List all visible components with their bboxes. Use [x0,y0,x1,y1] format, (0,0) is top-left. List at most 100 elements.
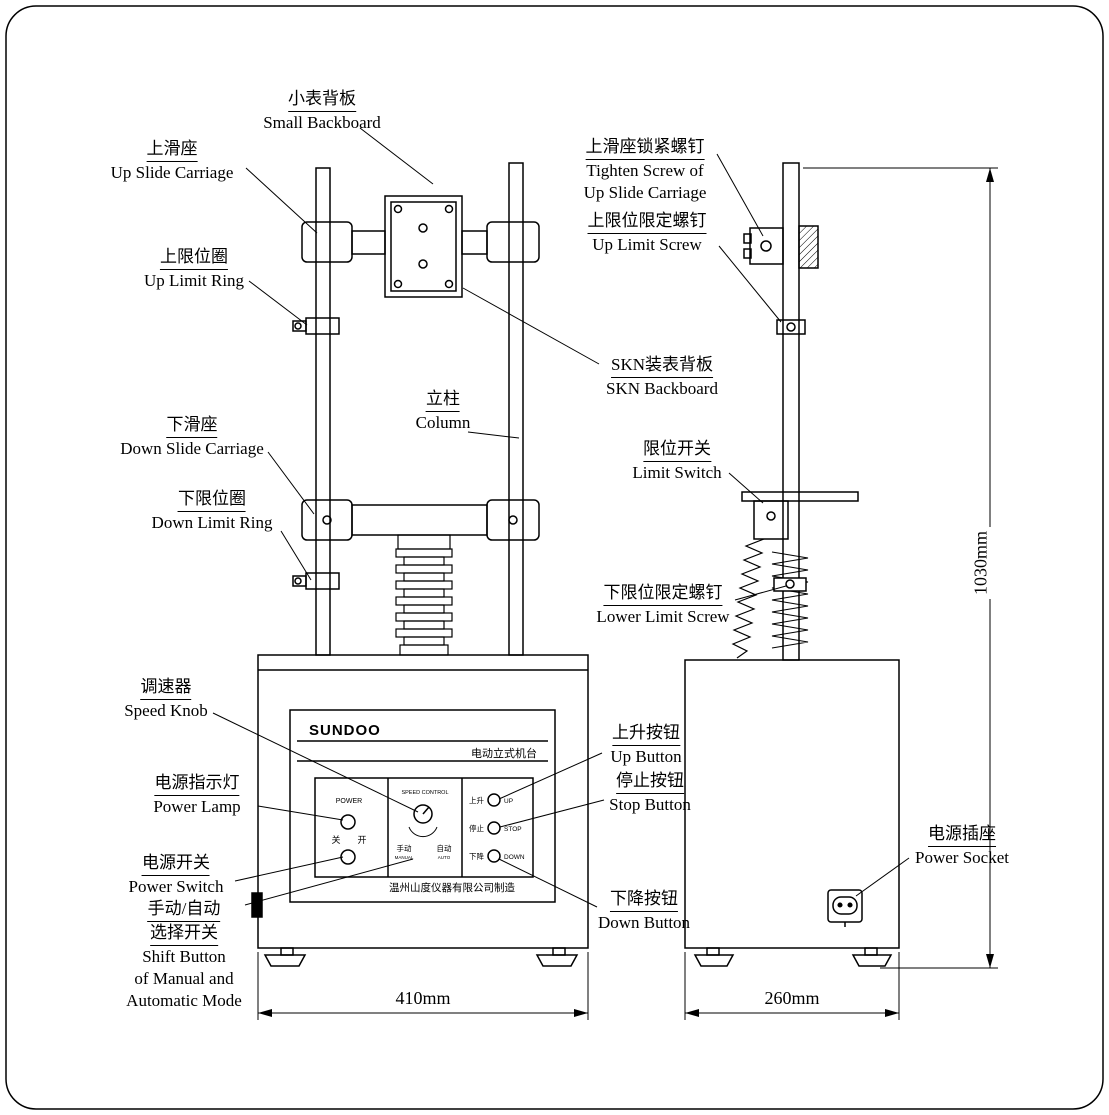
power-lamp-en: Power Lamp [153,797,241,816]
side-feet [693,947,893,967]
label-column: 立柱 Column [416,388,471,434]
down-zh-label: 下降 [469,851,484,861]
label-up-button: 上升按钮 Up Button [610,722,681,768]
front-view [251,162,589,967]
speed-control-label: SPEED CONTROL [401,790,448,796]
down-limit-ring-en: Down Limit Ring [151,513,273,532]
down-button-en: Down Button [597,913,691,932]
down-button-zh: 下降按钮 [610,888,678,912]
down-slide-carriage-part [301,499,540,541]
up-en-label: UP [504,798,513,805]
bellows-part [395,534,453,656]
limit-switch-en: Limit Switch [632,463,722,482]
side-view [684,162,900,967]
model-label: 电动立式机台 [471,746,537,760]
limit-switch-part [741,491,859,540]
down-en-label: DOWN [504,854,525,861]
coil-cable-part [731,538,765,659]
power-lamp-part [340,814,356,830]
speed-knob-part [413,804,433,824]
dimension-lines [257,167,998,1020]
front-base-cabinet [251,654,589,949]
label-stop-button: 停止按钮 Stop Button [609,770,691,816]
on-label: 开 [357,835,366,845]
up-button-zh: 上升按钮 [612,722,680,746]
page-border [5,5,1104,1110]
small-backboard-en: Small Backboard [263,113,381,132]
up-limit-ring-en: Up Limit Ring [143,271,245,290]
stop-zh-label: 停止 [469,823,484,833]
label-small-backboard: 小表背板 Small Backboard [263,88,381,134]
up-slide-carriage-part [301,221,540,263]
dimension-side-width: 260mm [760,988,824,1009]
power-socket-part [827,889,863,927]
label-lower-limit-screw: 下限位限定螺钉 Lower Limit Screw [596,582,729,628]
dimension-height: 1030mm [970,526,992,600]
shift-button-zh2: 选择开关 [149,922,218,946]
control-panel [289,709,556,903]
stop-button-en: Stop Button [609,795,691,814]
label-tighten-screw: 上滑座锁紧螺钉 Tighten Screw of Up Slide Carria… [584,136,707,204]
up-limit-screw-en: Up Limit Screw [592,235,702,254]
side-base-cabinet [684,659,900,949]
down-slide-carriage-en: Down Slide Carriage [120,439,264,458]
up-slide-carriage-zh: 上滑座 [146,138,198,162]
down-slide-carriage-zh: 下滑座 [166,414,218,438]
power-socket-zh: 电源插座 [928,823,996,847]
maker-label: 温州山度仪器有限公司制造 [389,881,515,894]
skn-backboard-en: SKN Backboard [606,379,718,398]
label-limit-switch: 限位开关 Limit Switch [632,438,721,484]
tighten-screw-en1: Tighten Screw of [586,161,704,180]
auto-sub-label: AUTO [438,855,451,860]
label-down-button: 下降按钮 Down Button [598,888,690,934]
label-shift-button: 手动/自动 选择开关 Shift Button of Manual and Au… [126,898,242,1012]
label-up-slide-carriage: 上滑座 Up Slide Carriage [111,138,234,184]
speed-knob-zh: 调速器 [140,676,192,700]
power-lamp-zh: 电源指示灯 [154,772,240,796]
skn-backboard-zh: SKN装表背板 [610,354,713,378]
up-button-en: Up Button [610,747,682,766]
lower-limit-screw-part [773,577,807,592]
stop-button-part [487,821,501,835]
label-up-limit-screw: 上限位限定螺钉 Up Limit Screw [587,210,707,256]
shift-button-en3: Automatic Mode [126,991,242,1010]
spring-part [771,551,809,649]
tighten-screw-en2: Up Slide Carriage [583,183,707,202]
up-slide-carriage-en: Up Slide Carriage [110,163,234,182]
small-backboard-zh: 小表背板 [288,88,356,112]
front-left-column [315,167,331,656]
label-speed-knob: 调速器 Speed Knob [124,676,208,722]
tighten-screw-part [743,225,819,269]
off-label: 关 [331,834,340,845]
front-right-column [508,162,524,656]
up-limit-ring-part [292,317,340,335]
label-up-limit-ring: 上限位圈 Up Limit Ring [144,246,244,292]
manual-sub-label: MANUAL [395,855,414,860]
column-zh: 立柱 [425,388,460,412]
auto-label: 自动 [437,843,452,853]
brand-label: SUNDOO [309,722,381,739]
front-feet [263,947,579,967]
small-backboard-part [384,195,463,298]
down-limit-ring-zh: 下限位圈 [178,488,246,512]
column-en: Column [415,413,471,432]
lower-limit-screw-zh: 下限位限定螺钉 [603,582,723,606]
power-switch-en: Power Switch [128,877,224,896]
down-limit-ring-part [292,572,340,590]
down-button-part [487,849,501,863]
leader-lines [212,127,910,908]
up-limit-ring-zh: 上限位圈 [160,246,228,270]
shift-button-en2: of Manual and [134,969,234,988]
stop-en-label: STOP [504,826,522,833]
power-label: POWER [336,798,362,805]
up-zh-label: 上升 [469,796,484,805]
power-switch-zh: 电源开关 [141,852,210,876]
label-power-switch: 电源开关 Power Switch [129,852,224,898]
power-socket-en: Power Socket [915,848,1009,867]
label-power-lamp: 电源指示灯 Power Lamp [153,772,240,818]
panel-text: SUNDOO 电动立式机台 POWER 关 开 SPEED CONTROL 手动… [309,722,537,894]
shift-button-zh1: 手动/自动 [147,898,221,922]
tighten-screw-zh: 上滑座锁紧螺钉 [585,136,705,160]
